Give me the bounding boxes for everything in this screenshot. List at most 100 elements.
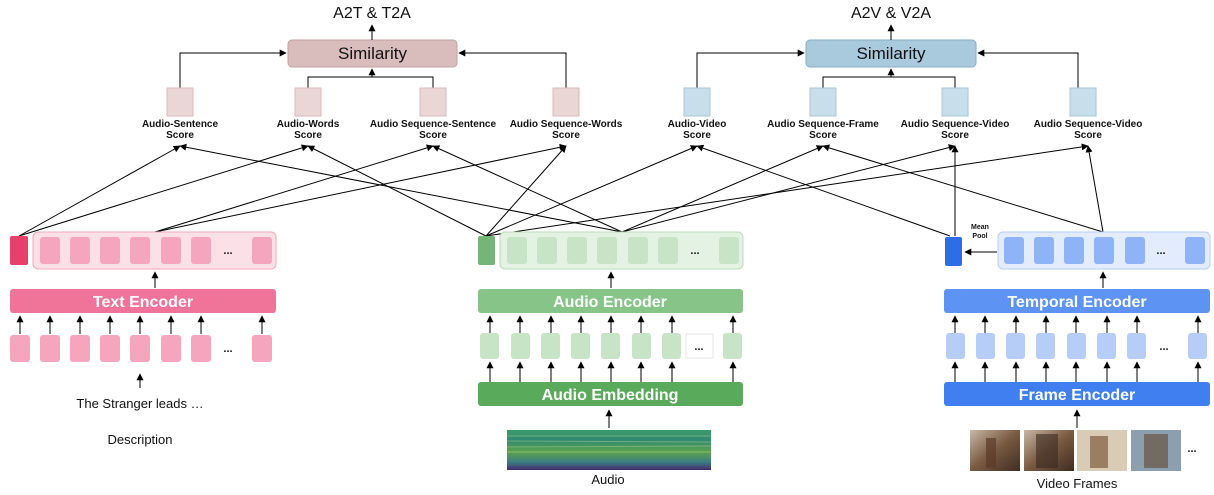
audio-spectrogram — [507, 430, 711, 470]
frame-encoder-box — [944, 382, 1210, 406]
audio-token — [601, 333, 620, 359]
audio-token — [511, 333, 530, 359]
video-token — [1067, 333, 1086, 359]
score-label: Score — [941, 130, 969, 141]
audio-embedding-box — [478, 382, 743, 406]
video-token — [1006, 333, 1025, 359]
video-cls-token — [945, 237, 962, 266]
text-output-token — [40, 237, 60, 264]
score-label: Audio-Video — [668, 119, 727, 130]
score-label: Score — [552, 130, 580, 141]
audio-output-token — [628, 237, 648, 264]
audio-embedding-label: Audio Embedding — [542, 387, 679, 404]
video-token — [946, 333, 965, 359]
ellipsis-label: ... — [1159, 341, 1168, 353]
text-input-token — [130, 335, 150, 362]
text-input-token — [70, 335, 90, 362]
score-label: Audio-Words — [277, 119, 340, 130]
audio-output-token — [537, 237, 557, 264]
video-token — [1036, 333, 1055, 359]
ellipsis-label: ... — [223, 245, 232, 257]
score-square — [166, 87, 194, 117]
audio-output-token — [719, 237, 739, 264]
text-input-token — [40, 335, 60, 362]
audio-encoder-label: Audio Encoder — [553, 294, 667, 311]
connection-lines — [18, 143, 1104, 237]
temporal-encoder-box — [944, 289, 1210, 313]
score-label: Score — [419, 130, 447, 141]
video-output-token — [1094, 237, 1114, 264]
text-output-container — [32, 231, 277, 270]
video-frames: ... — [970, 430, 1197, 471]
temporal-encoder-label: Temporal Encoder — [1007, 294, 1146, 311]
video-output-token — [1004, 237, 1024, 264]
score-label: Audio Sequence-Words — [510, 119, 623, 130]
score-square — [419, 87, 447, 117]
similarity-right-label: Similarity — [857, 44, 926, 63]
score-label: Audio Sequence-Sentence — [370, 119, 497, 130]
text-output-token — [100, 237, 120, 264]
video-output-token — [1064, 237, 1084, 264]
audio-cls-token — [478, 236, 495, 265]
score-label: Audio-Sentence — [142, 119, 219, 130]
score-square — [552, 87, 580, 117]
text-encoder-label: Text Encoder — [93, 294, 193, 311]
text-input-token — [161, 335, 181, 362]
video-token — [1097, 333, 1116, 359]
mean-pool-label: Mean — [971, 224, 989, 231]
audio-ellipsis-box — [685, 333, 714, 359]
score-label: Score — [166, 130, 194, 141]
text-output-token — [191, 237, 211, 264]
video-frames-label: Video Frames — [1037, 476, 1118, 491]
ellipsis-label: ... — [1187, 443, 1196, 455]
score-label: Score — [1074, 130, 1102, 141]
audio-token — [571, 333, 590, 359]
text-output-token — [161, 237, 181, 264]
audio-token — [632, 333, 651, 359]
score-square — [941, 87, 969, 117]
ellipsis-label: ... — [1156, 245, 1165, 257]
text-output-token — [130, 237, 150, 264]
score-square — [683, 87, 711, 117]
audio-output-token — [658, 237, 678, 264]
description-label: Description — [107, 432, 172, 447]
similarity-left-label: Similarity — [338, 44, 407, 63]
text-sample: The Stranger leads … — [76, 396, 203, 411]
header-right: A2V & V2A — [851, 5, 931, 22]
score-label: Score — [809, 130, 837, 141]
score-square — [809, 87, 837, 117]
audio-token — [541, 333, 560, 359]
video-output-token — [1125, 237, 1145, 264]
audio-output-token — [507, 237, 527, 264]
similarity-right-group: Similarity A2V & V2A — [696, 5, 1079, 88]
audio-branch: ... Audio Encoder ... — [478, 231, 744, 487]
score-label: Audio Sequence-Frame — [767, 119, 879, 130]
frame-encoder-label: Frame Encoder — [1019, 387, 1135, 404]
score-square — [294, 87, 322, 117]
text-input-token — [252, 335, 272, 362]
audio-output-token — [567, 237, 587, 264]
text-branch: ... Text Encoder ... The Stranger leads … — [10, 231, 277, 447]
similarity-left-group: Similarity A2T & T2A — [179, 5, 567, 88]
text-encoder-box — [10, 289, 276, 313]
audio-token — [723, 333, 742, 359]
ellipsis-label: ... — [223, 343, 232, 355]
header-left: A2T & T2A — [333, 5, 411, 22]
score-labels: Audio-Sentence Score Audio-Words Score A… — [142, 119, 1142, 141]
audio-token — [480, 333, 499, 359]
audio-output-container — [499, 231, 744, 270]
text-cls-token — [10, 236, 28, 265]
video-output-token — [1185, 237, 1205, 264]
video-output-token — [1034, 237, 1054, 264]
audio-token — [662, 333, 681, 359]
mean-pool-label: Pool — [972, 233, 987, 240]
score-square — [1069, 87, 1097, 117]
audio-label: Audio — [591, 472, 624, 487]
ellipsis-label: ... — [694, 341, 703, 353]
text-output-token — [252, 237, 272, 264]
score-label: Audio Sequence-Video — [901, 119, 1010, 130]
video-token — [1188, 333, 1207, 359]
video-token — [976, 333, 995, 359]
audio-encoder-box — [478, 289, 743, 313]
